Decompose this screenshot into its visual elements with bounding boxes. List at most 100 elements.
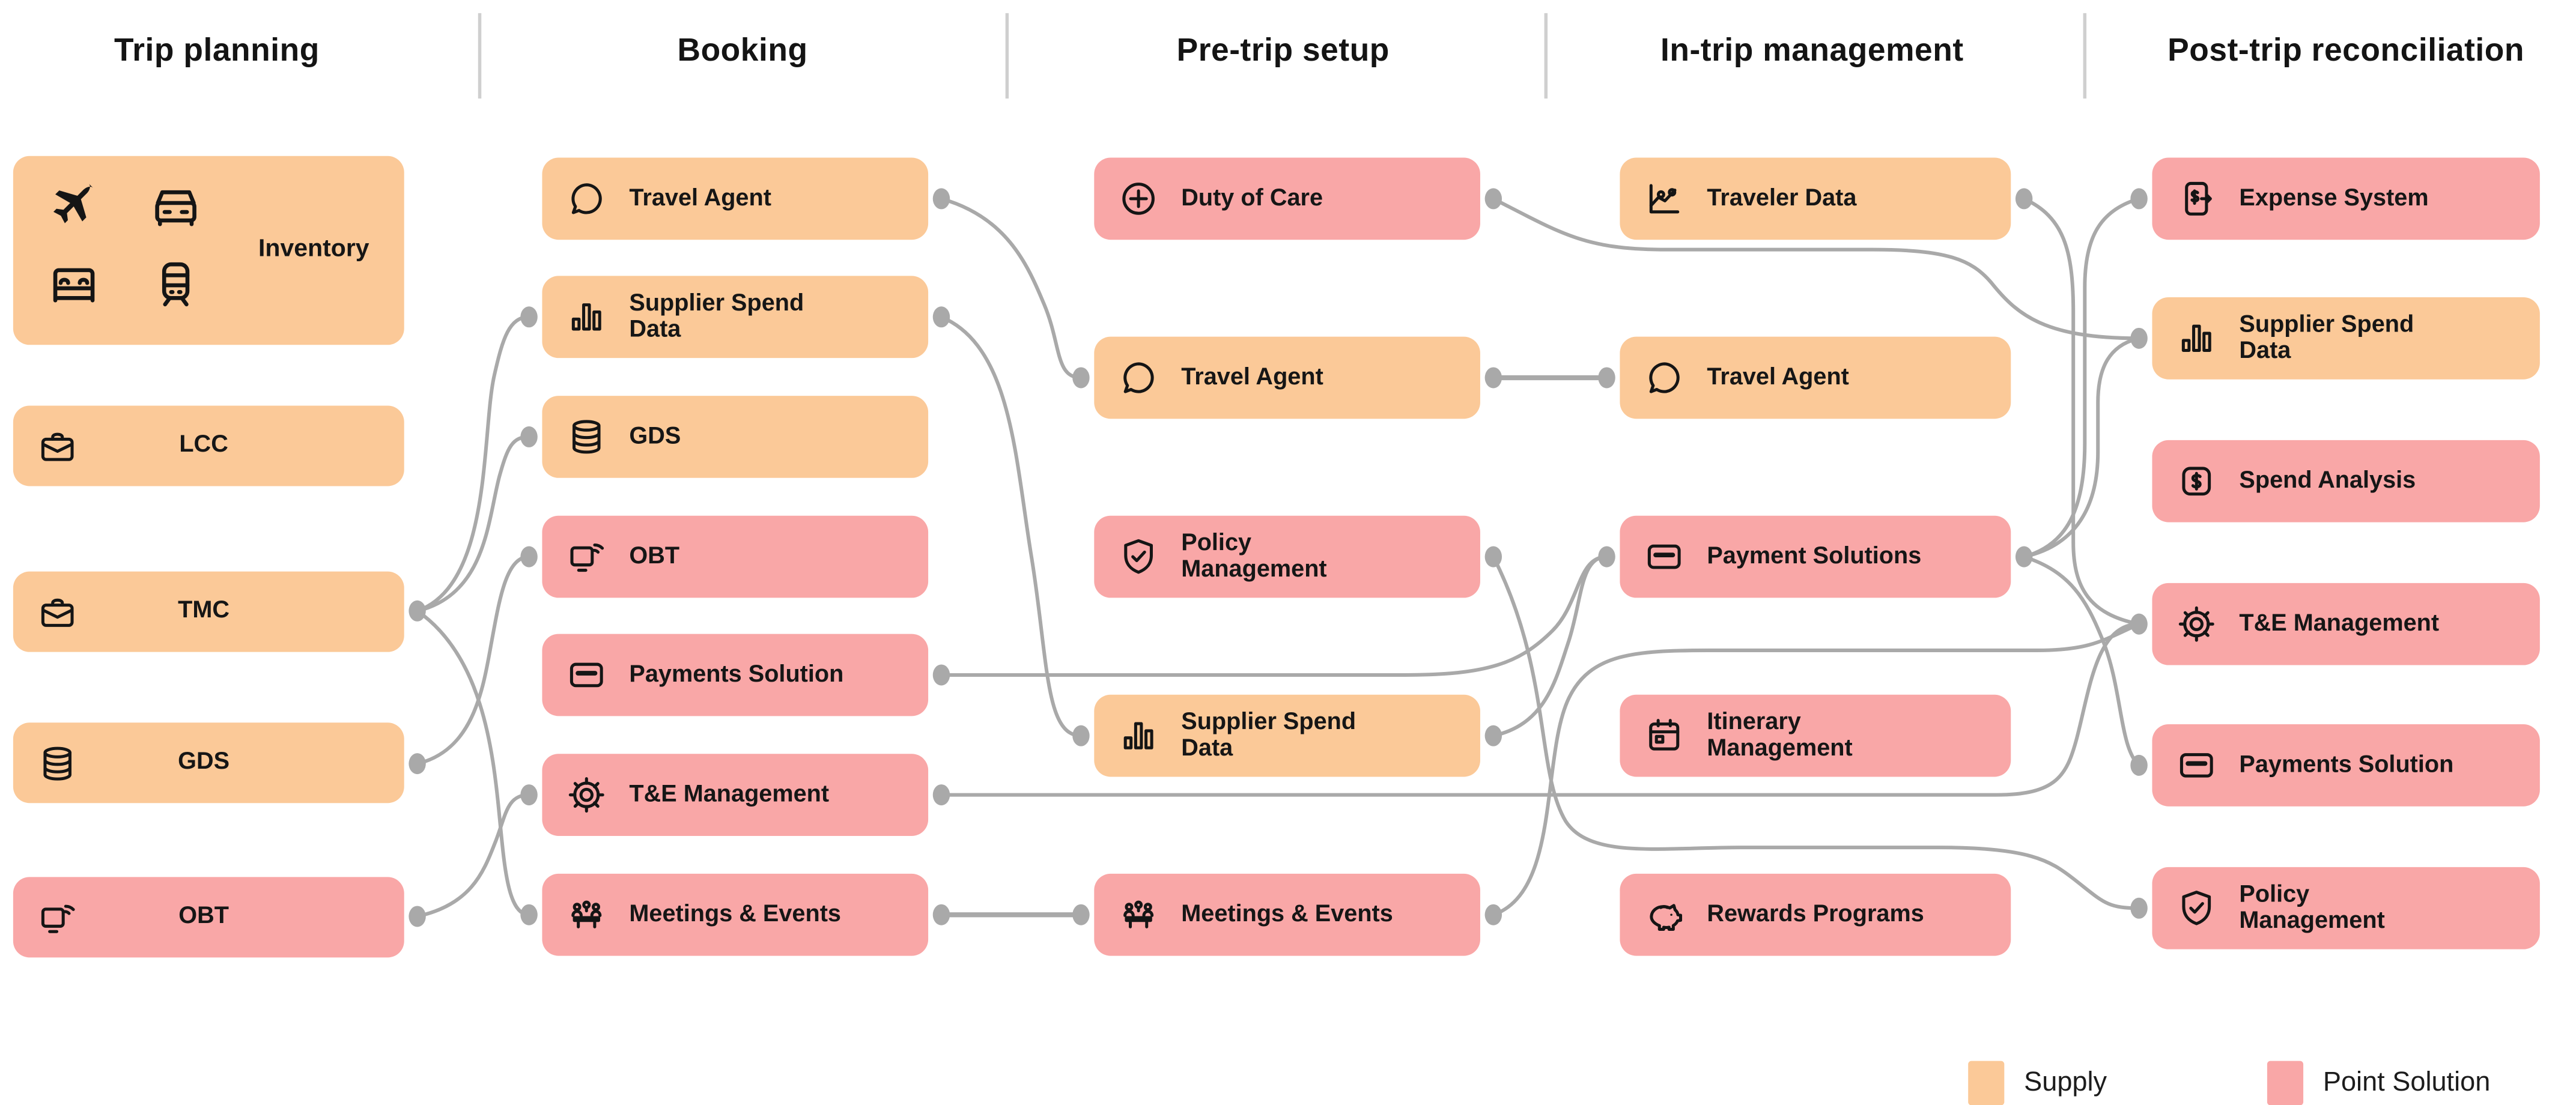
expense-phone-icon [2175,177,2218,220]
piggy-icon [1643,894,1686,936]
connector-dot [1598,367,1615,389]
edge-ta2-ta3 [939,196,1083,380]
chat-icon [565,177,608,220]
meeting-icon [1117,894,1160,936]
edge-tmc-ssd2 [415,315,531,613]
car-icon [148,179,220,243]
node-label: Policy Management [1181,530,1327,583]
node-ssd2: Supplier Spend Data [542,276,929,359]
edge-pay4-ssd5 [2022,336,2141,559]
briefcase-icon [36,425,79,467]
node-doc3: Duty of Care [1094,157,1480,240]
node-obt1: OBT [13,877,404,958]
node-label: Supplier Spend Data [2239,311,2414,365]
edge-pay4-exp5 [2022,196,2141,559]
legend-supply: Supply [1968,1061,2107,1105]
card-icon [565,653,608,696]
edge-td4-te5 [2022,196,2141,626]
connector-dot [2130,613,2148,635]
connector-dot [2130,327,2148,349]
node-label: Payments Solution [629,661,844,688]
barchart-icon [565,295,608,338]
connector-dot [520,426,538,447]
chat-icon [1643,356,1686,399]
node-label: Travel Agent [1707,364,1849,391]
node-obt2: OBT [542,515,929,598]
connector-dot [520,546,538,568]
calendar-icon [1643,715,1686,757]
node-ta2: Travel Agent [542,157,929,240]
connector-dot [409,600,426,622]
connector-dot [2015,188,2033,210]
node-pay2: Payments Solution [542,634,929,716]
barchart-icon [1117,715,1160,757]
node-label: LCC [179,432,228,459]
circle-plus-icon [1117,177,1160,220]
node-label: Meetings & Events [1181,901,1393,928]
connector-dot [932,784,950,806]
device-icon [565,536,608,578]
connector-dot [2130,188,2148,210]
connector-dot [1072,367,1090,389]
inventory-icons [46,179,220,320]
connector-dot [932,904,950,925]
node-td4: Traveler Data [1620,157,2011,240]
connector-dot [2130,754,2148,776]
device-icon [36,896,79,939]
connector-dot [1072,904,1090,925]
node-lcc: LCC [13,405,404,486]
connector-dot [932,664,950,686]
point-solution-swatch [2267,1061,2304,1105]
node-im4: Itinerary Management [1620,694,2011,777]
connector-dot [1484,188,1502,210]
node-label: T&E Management [2239,610,2440,637]
node-label: Travel Agent [629,185,771,212]
node-pay5: Payments Solution [2152,724,2540,807]
node-label: Itinerary Management [1707,709,1853,762]
node-label: Duty of Care [1181,185,1323,212]
node-label: Meetings & Events [629,901,841,928]
node-label: Rewards Programs [1707,901,1924,928]
edge-tmc-gds2 [415,435,531,613]
node-label: Policy Management [2239,881,2385,935]
connector-dot [1598,546,1615,568]
briefcase-icon [36,590,79,633]
connector-dot [520,904,538,925]
connector-dot [2130,897,2148,919]
bed-icon [46,256,118,321]
node-inventory: Inventory [13,156,404,345]
edge-ssd2-ssd3 [939,315,1083,738]
connector-dot [932,188,950,210]
edge-pay4-pay5 [2022,555,2141,767]
node-gds1: GDS [13,722,404,804]
connector-dot [1484,546,1502,568]
node-label: GDS [178,749,230,776]
connector-dot [409,906,426,927]
shield-check-icon [2175,887,2218,930]
column-header-booking: Booking [677,32,808,69]
column-header-trip-planning: Trip planning [114,32,320,69]
dollar-square-icon [2175,460,2218,503]
card-icon [2175,744,2218,787]
train-icon [148,256,220,321]
node-label: OBT [629,543,680,570]
node-label: Travel Agent [1181,364,1323,391]
node-te5: T&E Management [2152,583,2540,665]
gear-icon [565,773,608,816]
node-ta3: Travel Agent [1094,336,1480,419]
node-label: Expense System [2239,185,2429,212]
connector-dot [1484,904,1502,925]
node-sa5: Spend Analysis [2152,440,2540,522]
edge-obt1-te2 [415,793,531,918]
node-label: Payments Solution [2239,752,2454,778]
node-te2: T&E Management [542,754,929,836]
node-ssd5: Supplier Spend Data [2152,297,2540,380]
connector-dot [1484,367,1502,389]
node-pay4: Payment Solutions [1620,515,2011,598]
shield-check-icon [1117,536,1160,578]
node-label: Spend Analysis [2239,468,2416,494]
connector-dot [409,753,426,775]
node-ssd3: Supplier Spend Data [1094,694,1480,777]
node-label: T&E Management [629,781,830,808]
node-pm3: Policy Management [1094,515,1480,598]
